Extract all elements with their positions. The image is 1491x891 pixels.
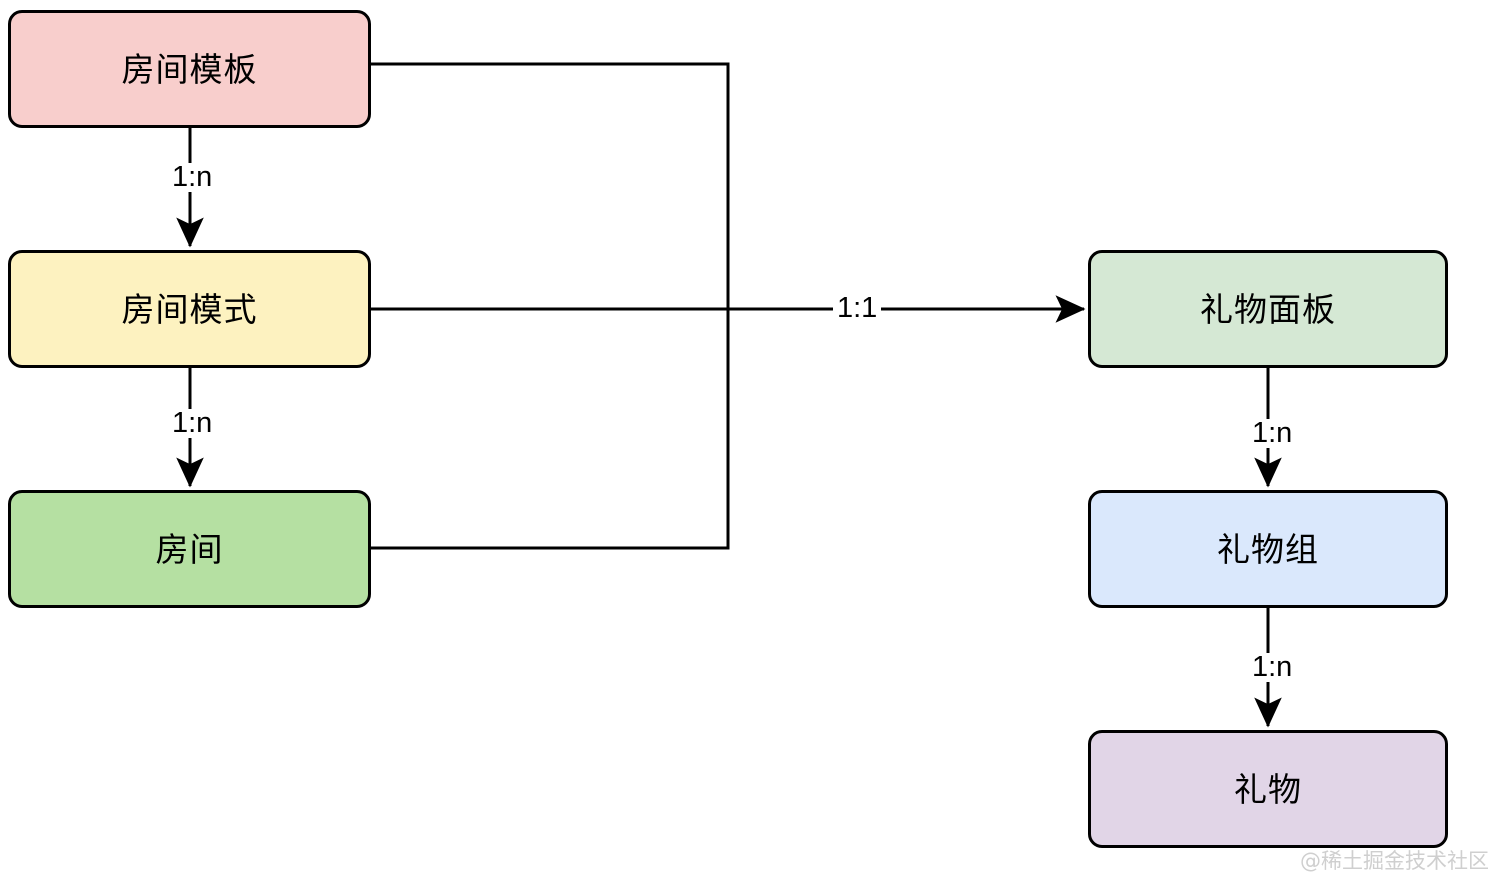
node-gift[interactable]: 礼物: [1088, 730, 1448, 848]
node-label-room-template: 房间模板: [121, 49, 258, 89]
edge-label-room-template-to-room-mode: 1:n: [168, 163, 217, 192]
watermark: @稀土掘金技术社区: [1300, 849, 1489, 873]
node-label-room-mode: 房间模式: [121, 289, 258, 329]
node-room[interactable]: 房间: [8, 490, 371, 608]
node-label-room: 房间: [155, 529, 224, 569]
edge-label-gift-group-to-gift: 1:n: [1248, 653, 1297, 682]
edge-room-to-bus: [371, 309, 730, 550]
node-gift-panel[interactable]: 礼物面板: [1088, 250, 1448, 368]
edge-label-gift-panel-to-gift-group: 1:n: [1248, 419, 1297, 448]
node-room-template[interactable]: 房间模板: [8, 10, 371, 128]
node-label-gift-group: 礼物组: [1217, 529, 1319, 569]
edge-room-template-to-bus: [371, 62, 730, 309]
node-room-mode[interactable]: 房间模式: [8, 250, 371, 368]
node-label-gift: 礼物: [1234, 769, 1302, 809]
node-gift-group[interactable]: 礼物组: [1088, 490, 1448, 608]
edge-label-room-mode-to-gift-panel: 1:1: [833, 294, 882, 323]
node-label-gift-panel: 礼物面板: [1200, 289, 1336, 329]
edge-label-room-mode-to-room: 1:n: [168, 409, 217, 438]
